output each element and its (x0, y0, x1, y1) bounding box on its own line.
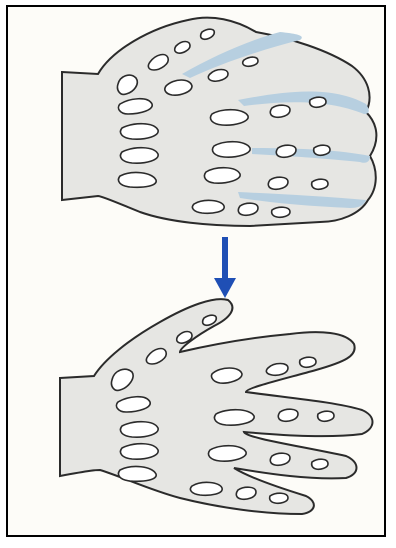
separated-hand-outline (60, 299, 373, 514)
arrow-down-icon (214, 237, 236, 298)
webbed-hand (62, 18, 376, 226)
separated-hand (60, 299, 373, 514)
